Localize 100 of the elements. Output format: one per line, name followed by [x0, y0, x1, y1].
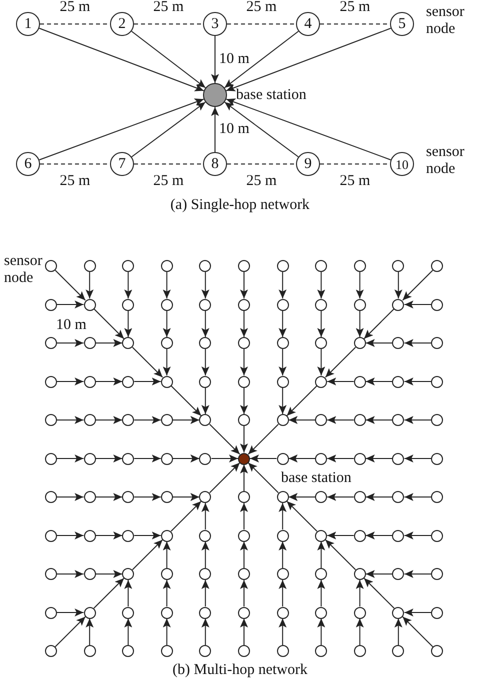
sensor-node-circle [354, 491, 366, 503]
arrow [364, 578, 395, 609]
sensor-node-circle [84, 568, 96, 580]
sensor-node-circle [84, 491, 96, 503]
arrow [172, 493, 200, 501]
arrow [170, 385, 202, 416]
arrow [162, 618, 171, 646]
sensor-node-circle [315, 606, 328, 618]
arrow [326, 493, 354, 501]
arrow [56, 339, 84, 347]
arrow [56, 454, 84, 462]
sensor-node-circle [84, 452, 96, 464]
arrow [201, 618, 210, 646]
arrow [201, 387, 210, 414]
arrow [248, 462, 279, 494]
sensor-node-circle [276, 568, 289, 580]
distance-label: 25 m [246, 0, 277, 16]
arrow [365, 570, 393, 578]
sensor-node-circle [45, 530, 57, 542]
sensor-node-circle [45, 606, 57, 618]
sensor-node-circle [276, 645, 289, 657]
arrow [365, 532, 393, 540]
arrow [278, 502, 287, 530]
sensor-node-circle [276, 337, 289, 349]
sensor-node-circle [122, 606, 134, 618]
sensor-node-circle [84, 414, 96, 426]
sensor-node-circle [122, 568, 134, 580]
arrow [86, 618, 94, 646]
sensor-node-circle: 3 [203, 12, 227, 36]
arrow [124, 310, 132, 338]
node-label: sensor node [426, 144, 466, 178]
arrow [95, 532, 123, 540]
sensor-node-circle [160, 645, 173, 657]
sensor-node-circle [45, 491, 57, 503]
sensor-node-circle [160, 298, 173, 310]
sensor-node-circle [238, 414, 250, 426]
arrow [365, 454, 393, 462]
arrow [240, 541, 248, 568]
distance-label: 25 m [153, 0, 184, 16]
arrow [404, 300, 432, 308]
arrow [288, 454, 316, 462]
arrow [326, 378, 354, 386]
sensor-node-circle [199, 260, 212, 272]
sensor-node-circle [45, 337, 57, 349]
arrow [240, 310, 248, 338]
sensor-node-circle [431, 414, 443, 426]
arrow [134, 493, 162, 501]
sensor-node-circle [354, 260, 366, 272]
sensor-node-circle [392, 376, 404, 388]
arrow [210, 454, 238, 462]
sensor-node-circle [315, 491, 328, 503]
sensor-node-circle [238, 337, 250, 349]
sensor-node-circle [276, 260, 289, 272]
arrow [288, 416, 316, 424]
arrow [324, 346, 356, 378]
sensor-node-circle [238, 260, 250, 272]
base-station-circle [238, 452, 250, 464]
arrow [209, 462, 240, 494]
sensor-node-circle [84, 260, 96, 272]
arrow [278, 387, 287, 414]
figure-caption: (b) Multi-hop network [172, 662, 308, 679]
sensor-node-circle: 10 [390, 152, 414, 176]
arrow [38, 98, 204, 160]
arrow [394, 272, 402, 299]
sensor-node-circle [122, 414, 134, 426]
sensor-node-circle [199, 414, 212, 426]
sensor-node-circle [276, 606, 289, 618]
arrow [365, 416, 393, 424]
sensor-node-circle [392, 452, 404, 464]
sensor-node-circle [354, 645, 366, 657]
arrow [240, 502, 248, 530]
arrow [162, 541, 171, 568]
sensor-node-circle [431, 530, 443, 542]
arrow [54, 270, 86, 301]
sensor-node-circle [122, 260, 134, 272]
sensor-node-circle [122, 530, 134, 542]
arrow [278, 541, 287, 568]
sensor-node-circle: 6 [16, 152, 40, 176]
sensor-node-circle [122, 376, 134, 388]
arrow [250, 454, 278, 462]
sensor-node-circle [45, 298, 57, 310]
arrow [95, 493, 123, 501]
arrow [404, 493, 432, 501]
arrow [95, 378, 123, 386]
arrow [201, 502, 210, 530]
sensor-node-circle [276, 491, 289, 503]
sensor-node-circle [238, 298, 250, 310]
sensor-node-circle [315, 376, 328, 388]
sensor-node-circle [160, 260, 173, 272]
sensor-node-circle [315, 452, 328, 464]
sensor-node-circle [238, 530, 250, 542]
distance-label: 25 m [60, 0, 90, 16]
arrow [326, 454, 354, 462]
arrow [404, 416, 432, 424]
sensor-node-circle [315, 260, 328, 272]
arrow [404, 378, 432, 386]
arrow [56, 570, 84, 578]
sensor-node-circle [122, 491, 134, 503]
sensor-node-circle [160, 414, 173, 426]
node-caption: base station [236, 87, 306, 104]
